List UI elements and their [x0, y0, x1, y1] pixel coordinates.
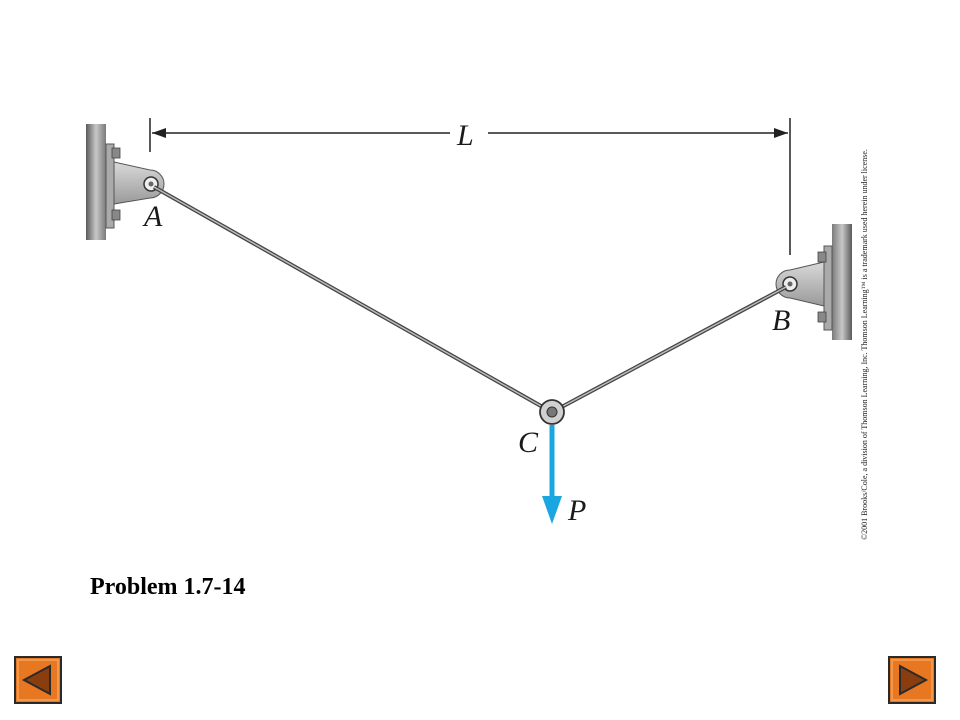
right-triangle-icon	[899, 664, 929, 696]
load-label: P	[567, 494, 586, 527]
length-label: L	[456, 119, 474, 152]
left-triangle-icon	[21, 664, 51, 696]
cables	[153, 185, 787, 412]
dimension-length: L	[149, 118, 791, 255]
support-a-label: A	[142, 200, 163, 233]
support-a: A	[86, 124, 165, 240]
problem-title: Problem 1.7-14	[90, 574, 246, 600]
previous-slide-button[interactable]	[14, 656, 62, 704]
support-b-label: B	[772, 304, 790, 337]
joint-c: C	[518, 399, 565, 459]
next-slide-button[interactable]	[888, 656, 936, 704]
copyright-notice: ©2001 Brooks/Cole, a division of Thomson…	[860, 149, 869, 540]
load-arrow: P	[542, 425, 586, 527]
support-b: B	[772, 224, 852, 340]
joint-c-label: C	[518, 426, 539, 459]
